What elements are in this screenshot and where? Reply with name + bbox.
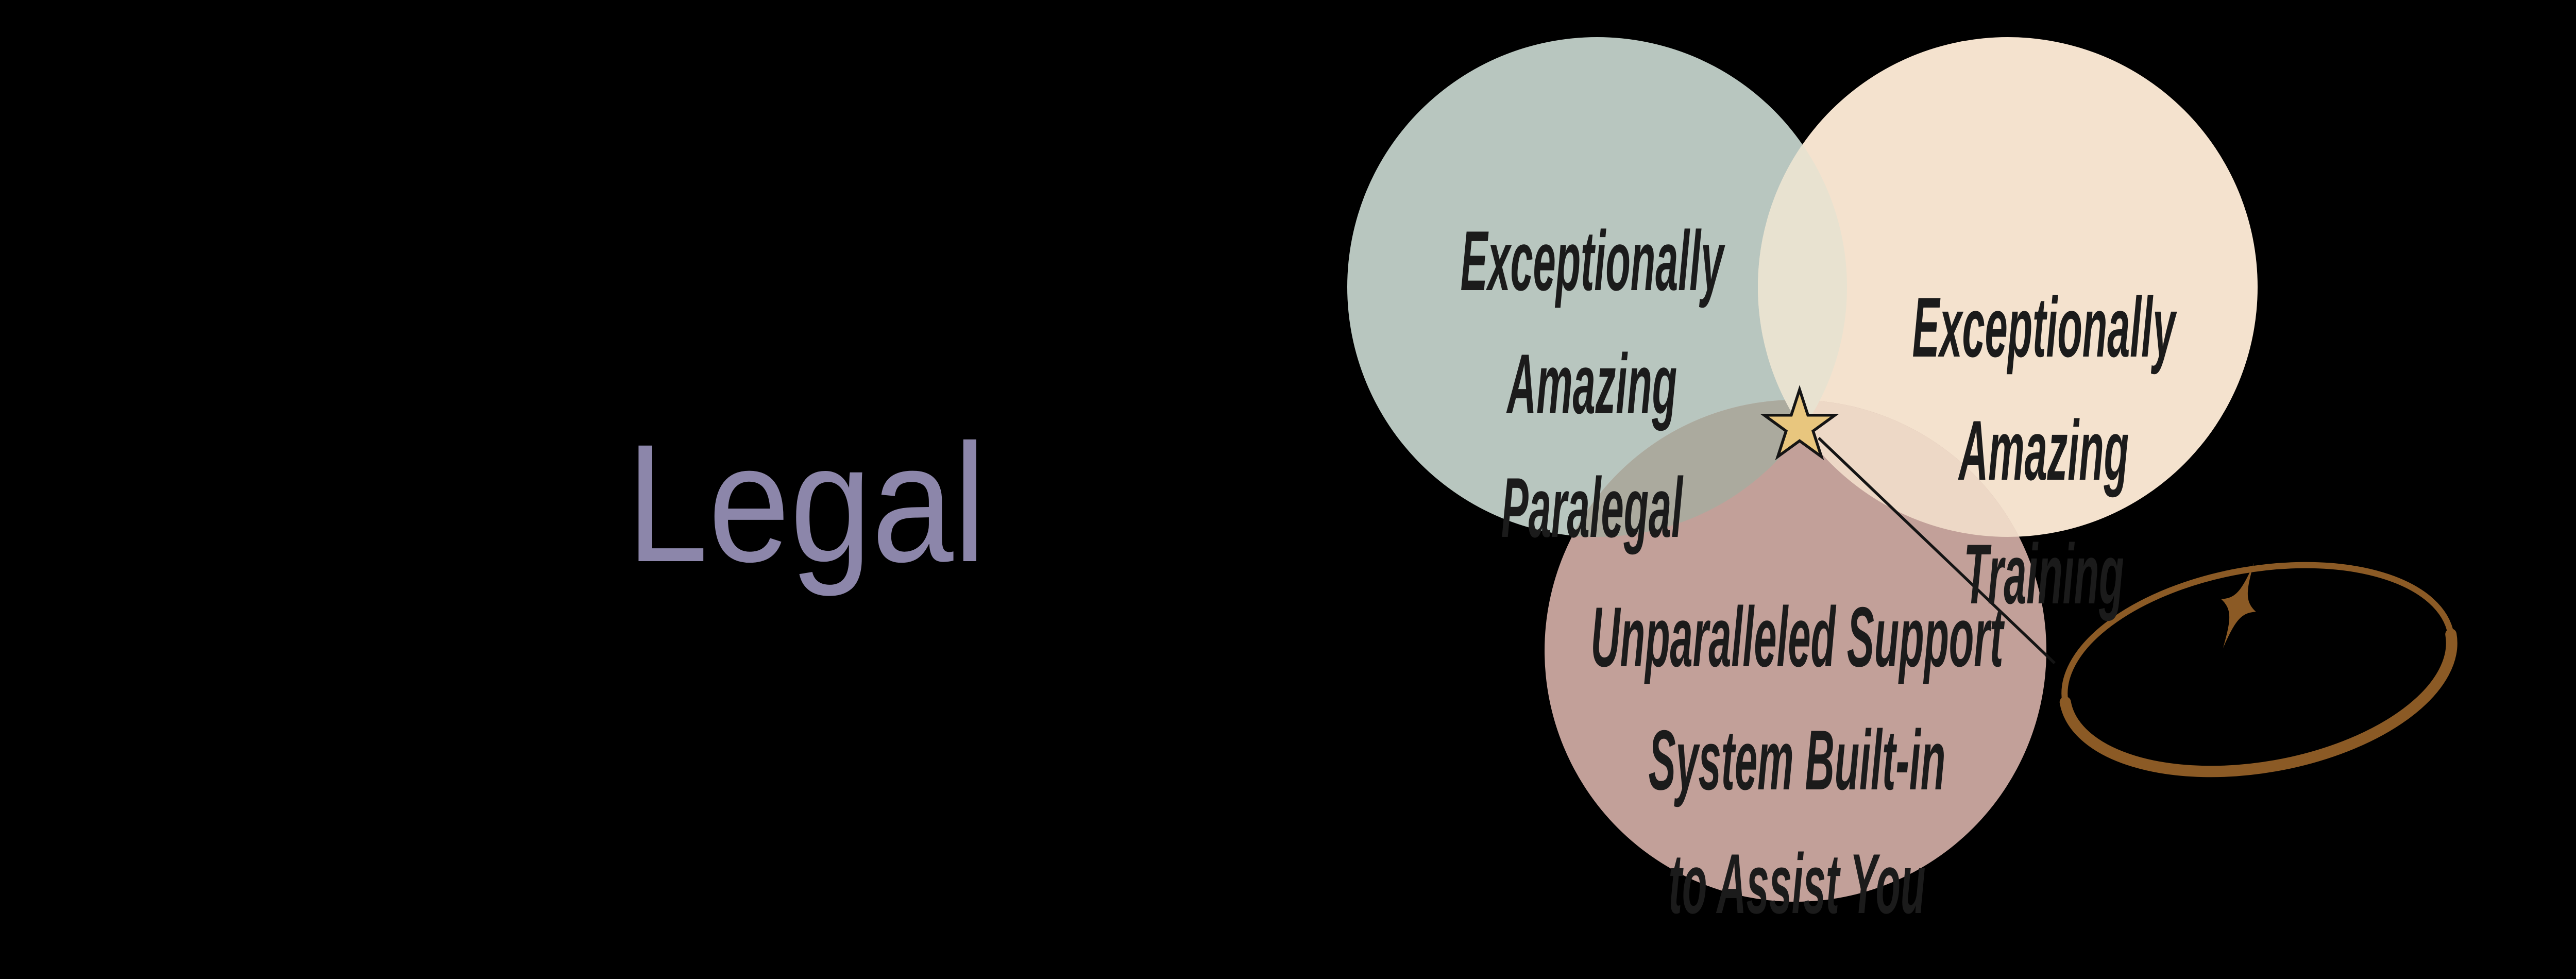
brand-wordmark: Legal xyxy=(626,410,986,597)
circle-label-support: Unparalleled Support System Built-in to … xyxy=(1590,589,2004,931)
highlight-ellipse xyxy=(2059,559,2458,778)
star-icon xyxy=(1760,385,1839,461)
highlight-ellipse-bottom-arc xyxy=(2059,559,2458,778)
overlap-paralegal-support-shape xyxy=(1545,400,1847,537)
overlap-paralegal-support xyxy=(1545,400,1847,537)
sparkle-icon xyxy=(2221,563,2256,648)
circle-label-paralegal: Exceptionally Amazing Paralegal xyxy=(1460,213,1724,555)
venn-circle-training xyxy=(1758,37,2258,537)
circle-label-training: Exceptionally Amazing Training xyxy=(1912,280,2176,621)
connector-line xyxy=(1818,437,2056,664)
